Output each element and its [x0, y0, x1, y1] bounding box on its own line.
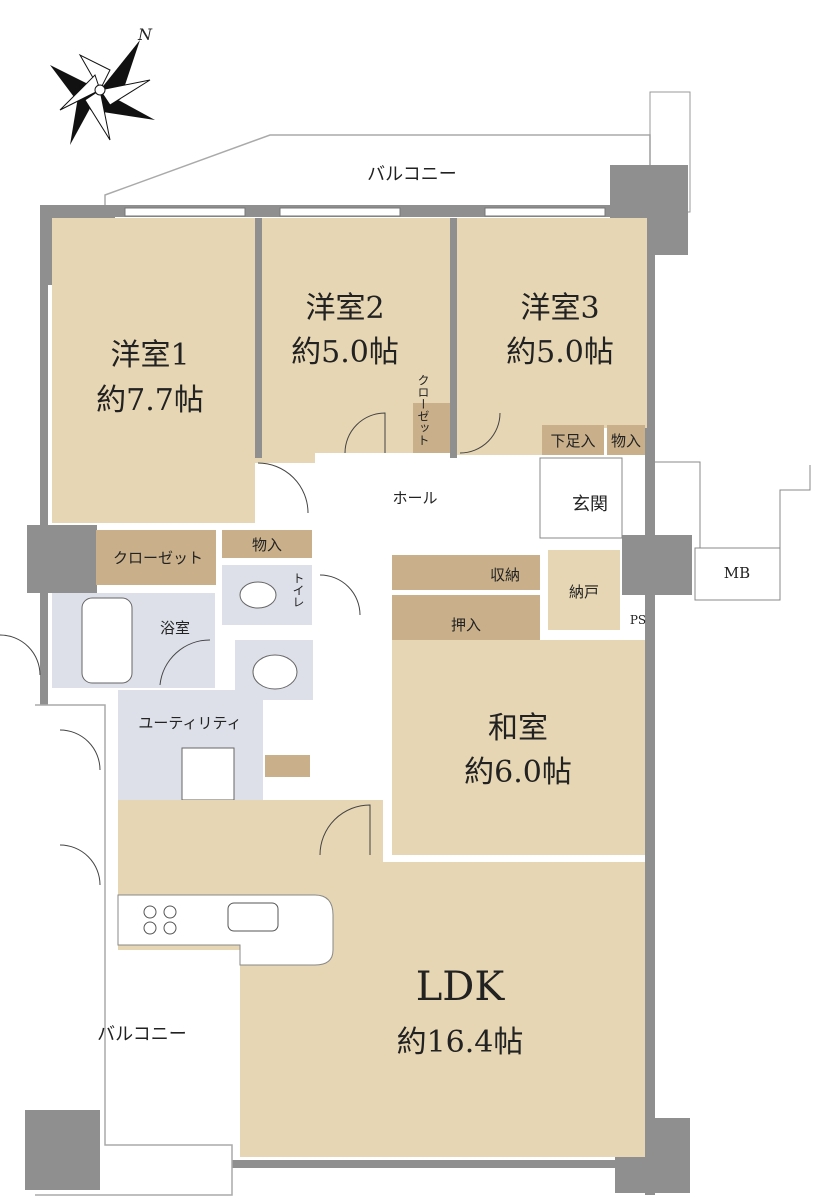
room-bedroom-1 — [52, 218, 255, 523]
shuno — [392, 555, 540, 590]
balcony-top-label: バルコニー — [367, 164, 457, 185]
room-washitsu-name: 和室 — [488, 711, 548, 746]
storage-top — [222, 530, 312, 558]
kitchen-sink-icon — [227, 902, 279, 932]
utility-label: ユーティリティ — [138, 714, 241, 732]
balcony-left-label: バルコニー — [97, 1024, 187, 1045]
bath-label: 浴室 — [160, 619, 190, 637]
shoebox — [542, 425, 604, 455]
room-bedroom-2-size: 約5.0帖 — [291, 335, 399, 370]
room-bedroom-1-size: 約7.7帖 — [96, 383, 204, 418]
compass-rose-icon — [50, 40, 155, 145]
shuno-label: 収納 — [490, 566, 520, 584]
balcony-left-outline — [35, 704, 233, 1196]
storage-entrance — [607, 425, 645, 455]
bathtub-icon — [81, 597, 133, 684]
closet-small — [413, 403, 450, 453]
meter-box — [694, 547, 781, 601]
pillar-w — [27, 525, 97, 593]
nando — [548, 550, 620, 630]
entrance-label: 玄関 — [572, 494, 608, 515]
room-bedroom-1-name: 洋室1 — [110, 338, 189, 373]
storage-entrance-label: 物入 — [611, 432, 641, 450]
entrance-area — [539, 457, 623, 539]
compass-north-label: N — [137, 25, 153, 44]
pillar-sw — [25, 1110, 100, 1190]
bathroom — [52, 593, 215, 688]
ps-label: PS — [630, 613, 646, 627]
oshiire-label: 押入 — [451, 616, 481, 634]
room-bedroom-3 — [457, 218, 647, 428]
room-ldk-size: 約16.4帖 — [397, 1025, 524, 1060]
toilet-icon — [239, 581, 277, 609]
stove-icon — [143, 905, 177, 935]
room-bedroom-3-name: 洋室3 — [520, 291, 599, 326]
south-wall — [232, 1160, 655, 1168]
mb-label: MB — [724, 564, 750, 582]
room-washitsu-size: 約6.0帖 — [464, 755, 572, 790]
west-wall — [40, 205, 48, 705]
storage-top-label: 物入 — [252, 536, 282, 554]
closet-small-label: クローゼット — [416, 374, 430, 446]
nando-label: 納戸 — [569, 583, 599, 601]
washer-icon — [181, 747, 235, 801]
shoebox-label: 下足入 — [550, 432, 595, 450]
east-wall — [645, 205, 655, 1195]
hall-label: ホール — [392, 489, 437, 507]
sink-icon — [252, 654, 298, 690]
toilet-label: トイレ — [291, 572, 305, 608]
closet-bedroom-1 — [96, 530, 216, 585]
room-ldk-name: LDK — [416, 964, 506, 1010]
kitchen-counter — [117, 894, 334, 966]
room-washitsu — [392, 640, 645, 855]
doors — [0, 412, 501, 886]
room-bedroom-2-name: 洋室2 — [305, 291, 384, 326]
closet-bedroom-1-label: クローゼット — [113, 549, 203, 567]
room-bedroom-3-size: 約5.0帖 — [506, 335, 614, 370]
pillar-e — [622, 535, 692, 595]
